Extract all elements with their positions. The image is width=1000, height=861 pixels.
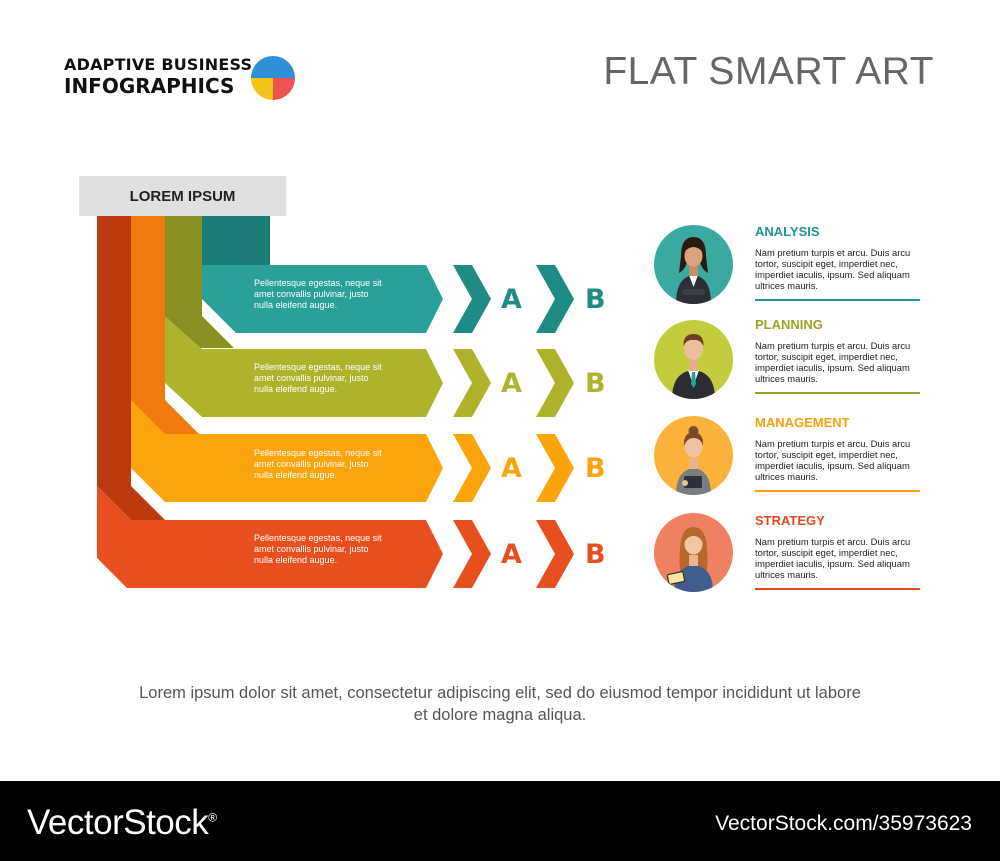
brand-title: ADAPTIVE BUSINESS INFOGRAPHICS bbox=[64, 55, 253, 98]
chevron-b-planning bbox=[536, 349, 574, 417]
side-desc-strategy: Nam pretium turpis et arcu. Duis arcu to… bbox=[755, 536, 911, 580]
footer-logo-text: VectorStock bbox=[27, 803, 209, 842]
letter-a-analysis: A bbox=[501, 284, 522, 315]
row-text-management: Pellentesque egestas, neque sit amet con… bbox=[254, 448, 382, 480]
side-desc-planning: Nam pretium turpis et arcu. Duis arcu to… bbox=[755, 340, 911, 384]
woman-with-notebook-icon bbox=[654, 513, 733, 592]
side-rule-analysis bbox=[755, 299, 920, 301]
side-rule-strategy bbox=[755, 588, 920, 590]
letter-b-strategy: B bbox=[585, 539, 606, 570]
brand-line-2: INFOGRAPHICS bbox=[64, 74, 235, 98]
letter-b-analysis: B bbox=[585, 284, 606, 315]
chevron-a-planning bbox=[453, 349, 491, 417]
side-rule-planning bbox=[755, 392, 920, 394]
woman-with-tablet-icon bbox=[654, 416, 733, 495]
side-title-strategy: STRATEGY bbox=[755, 513, 825, 528]
businessman-icon bbox=[654, 320, 733, 399]
chevron-a-strategy bbox=[453, 520, 491, 588]
brand-line-1: ADAPTIVE BUSINESS bbox=[64, 55, 253, 74]
letter-b-management: B bbox=[585, 453, 606, 484]
side-desc-management: Nam pretium turpis et arcu. Duis arcu to… bbox=[755, 438, 911, 482]
band-strategy bbox=[97, 486, 443, 588]
row-text-strategy: Pellentesque egestas, neque sit amet con… bbox=[254, 533, 382, 565]
chevron-b-strategy bbox=[536, 520, 574, 588]
side-title-planning: PLANNING bbox=[755, 317, 823, 332]
chevron-b-analysis bbox=[536, 265, 574, 333]
process-diagram: LOREM IPSUM Pellentesque egestas, neque … bbox=[79, 176, 920, 592]
chevron-a-analysis bbox=[453, 265, 491, 333]
caption-text: Lorem ipsum dolor sit amet, consectetur … bbox=[139, 684, 861, 724]
footer-logo: VectorStock® bbox=[27, 803, 217, 843]
page-title: FLAT SMART ART bbox=[603, 50, 934, 93]
row-text-analysis: Pellentesque egestas, neque sit amet con… bbox=[254, 278, 382, 310]
band-planning-dark bbox=[165, 216, 234, 348]
row-text-planning: Pellentesque egestas, neque sit amet con… bbox=[254, 362, 382, 394]
side-desc-analysis: Nam pretium turpis et arcu. Duis arcu to… bbox=[755, 247, 911, 291]
band-planning bbox=[165, 316, 443, 417]
band-analysis bbox=[202, 265, 443, 333]
pie-logo-icon bbox=[251, 56, 295, 100]
chevron-a-management bbox=[453, 434, 491, 502]
footer-image-id: VectorStock.com/35973623 bbox=[715, 812, 972, 835]
letter-b-planning: B bbox=[585, 368, 606, 399]
band-management bbox=[131, 400, 443, 502]
header-box: LOREM IPSUM bbox=[79, 176, 286, 216]
letter-a-management: A bbox=[501, 453, 522, 484]
side-title-management: MANAGEMENT bbox=[755, 415, 850, 430]
chevron-b-management bbox=[536, 434, 574, 502]
diagram-shapes bbox=[97, 216, 574, 588]
letter-a-strategy: A bbox=[501, 539, 522, 570]
footer-bar: VectorStock® VectorStock.com/35973623 bbox=[0, 781, 1000, 861]
side-rule-management bbox=[755, 490, 920, 492]
businesswoman-icon bbox=[654, 225, 733, 304]
registered-mark: ® bbox=[208, 810, 217, 825]
letter-a-planning: A bbox=[501, 368, 522, 399]
side-title-analysis: ANALYSIS bbox=[755, 224, 820, 239]
